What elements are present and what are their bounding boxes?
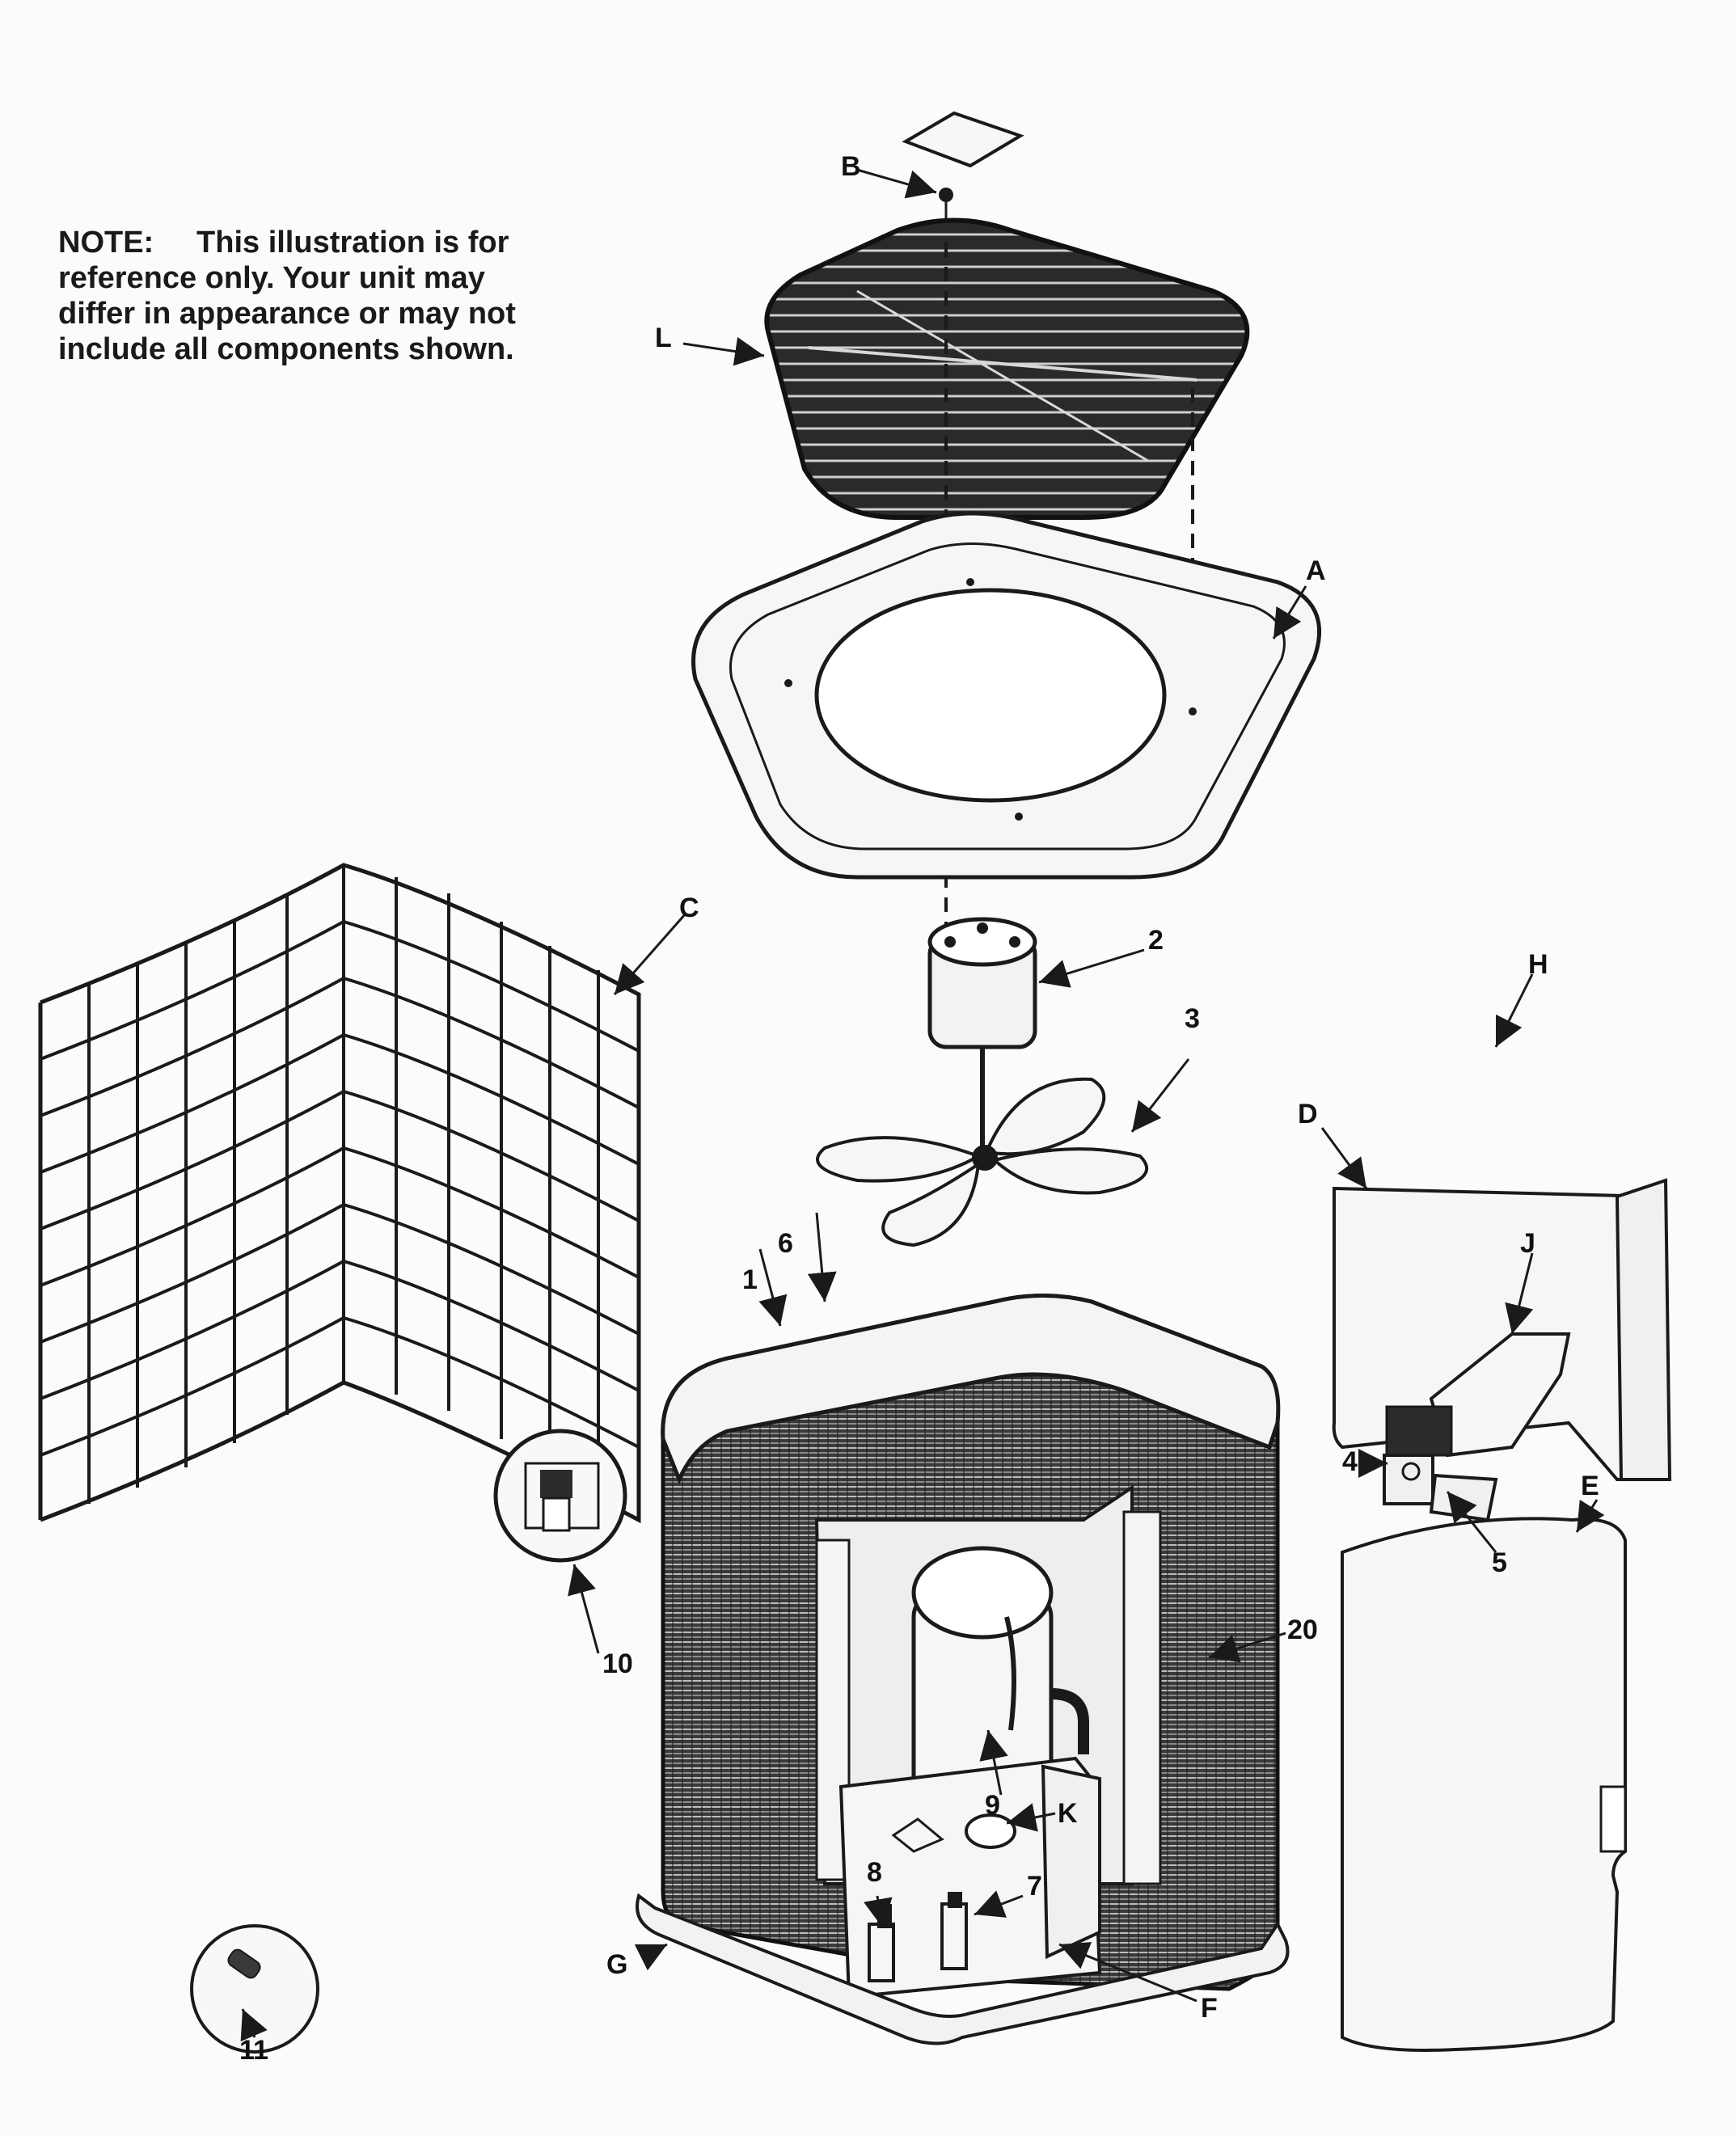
callout-1: 1 bbox=[742, 1264, 758, 1295]
top-cap bbox=[902, 111, 1024, 168]
reference-note: NOTE: This illustration is for reference… bbox=[58, 225, 527, 367]
callout-l: L bbox=[655, 323, 672, 353]
coil-guard bbox=[38, 863, 641, 1524]
note-line-3: differ in appearance or may not bbox=[58, 297, 516, 331]
callout-h: H bbox=[1528, 949, 1548, 980]
callout-k: K bbox=[1058, 1798, 1078, 1829]
callout-f: F bbox=[1201, 1993, 1218, 2024]
callout-8: 8 bbox=[867, 1857, 882, 1888]
note-line-4: include all components shown. bbox=[58, 332, 514, 366]
detail-circle-10 bbox=[493, 1429, 627, 1563]
callout-6: 6 bbox=[778, 1228, 793, 1259]
callout-c: C bbox=[679, 893, 699, 923]
callout-10: 10 bbox=[602, 1648, 633, 1679]
note-line-1: NOTE: This illustration is for bbox=[58, 225, 527, 260]
top-panel bbox=[691, 511, 1322, 880]
fan-blade bbox=[816, 1077, 1149, 1247]
fan-guard-grille bbox=[764, 217, 1250, 520]
access-panel bbox=[1341, 1517, 1627, 2052]
callout-4: 4 bbox=[1342, 1446, 1358, 1477]
detail-circle-11 bbox=[190, 1924, 319, 2054]
callout-d: D bbox=[1298, 1099, 1318, 1129]
callout-9: 9 bbox=[985, 1790, 1000, 1821]
callout-a: A bbox=[1306, 555, 1326, 586]
base-pan bbox=[636, 1893, 1290, 2045]
callout-g: G bbox=[606, 1949, 627, 1980]
callout-20: 20 bbox=[1287, 1615, 1318, 1645]
note-text-1: This illustration is for bbox=[196, 226, 509, 260]
callout-j: J bbox=[1520, 1228, 1535, 1259]
callout-3: 3 bbox=[1185, 1003, 1200, 1034]
note-label: NOTE: bbox=[58, 226, 154, 260]
callout-2: 2 bbox=[1148, 925, 1164, 956]
fan-motor bbox=[927, 917, 1037, 1148]
contactor bbox=[1383, 1405, 1498, 1522]
callout-11: 11 bbox=[239, 2035, 268, 2066]
callout-b: B bbox=[841, 151, 861, 182]
leader-lines bbox=[240, 168, 1605, 2042]
callout-e: E bbox=[1581, 1471, 1599, 1501]
callout-5: 5 bbox=[1492, 1547, 1507, 1578]
callout-7: 7 bbox=[1027, 1871, 1042, 1902]
note-line-2: reference only. Your unit may bbox=[58, 261, 485, 295]
callout-labels: B L A C 2 3 H D J 6 1 4 5 E 20 9 K 8 7 1… bbox=[239, 151, 1599, 2066]
